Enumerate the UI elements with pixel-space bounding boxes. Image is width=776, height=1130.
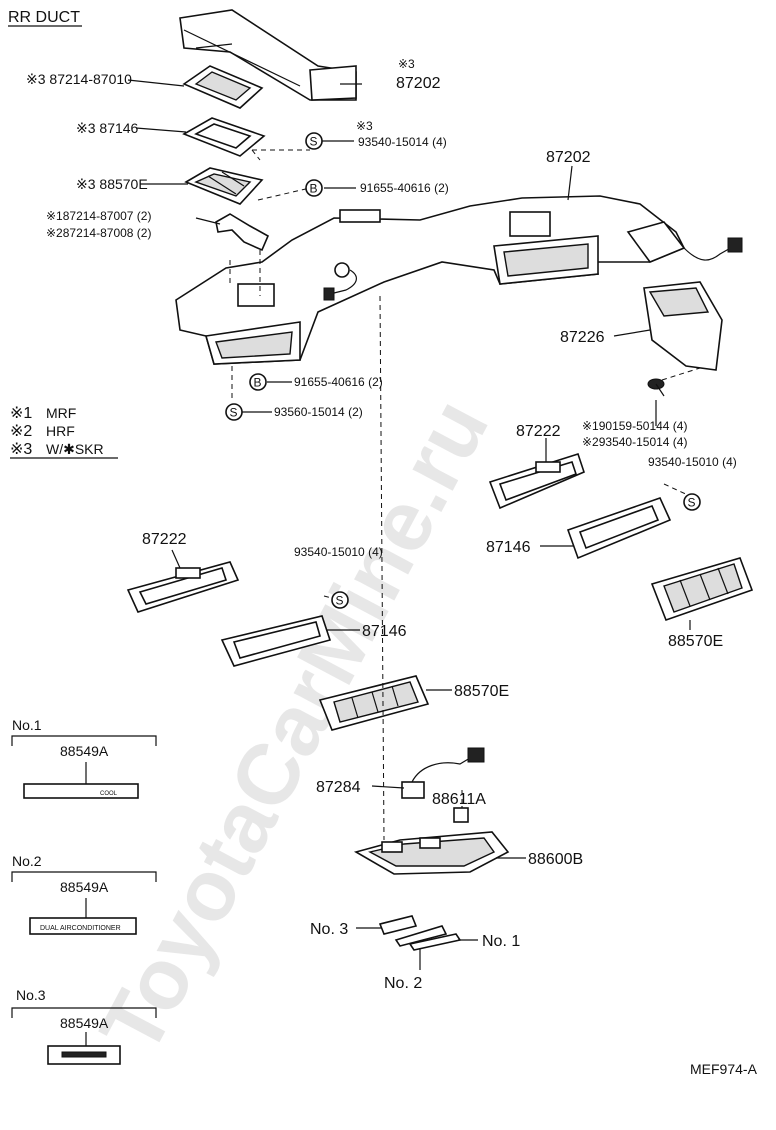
label-93540-15010-right: 93540-15010 (4): [648, 455, 737, 469]
cover-87226-drawing: [643, 281, 723, 371]
upper-duct-87202-drawing: [179, 9, 357, 101]
main-duct-87202-drawing: [175, 195, 743, 365]
plate-part: 88549A: [60, 1015, 109, 1031]
plates-stack-drawing: [378, 915, 462, 951]
legend: ※1 MRF ※2 HRF ※3 W/✱SKR: [10, 405, 118, 459]
plate-text: DUAL AIRCONDITIONER: [40, 925, 121, 932]
label-93560: 93560-15014 (2): [274, 405, 363, 419]
gasket-87214-87010-drawing: [182, 65, 264, 109]
frame-87146-top-drawing: [182, 117, 266, 157]
circle-marks: S B B S S S: [225, 132, 701, 609]
amplifier-88600B-drawing: [353, 831, 510, 875]
label-87284: 87284: [316, 779, 361, 796]
label-no2: No. 2: [384, 975, 422, 992]
label-93540-15010-mid: 93540-15010 (4): [294, 545, 383, 559]
plate-no: No.1: [12, 717, 42, 733]
label-no3: No. 3: [310, 921, 348, 938]
plate-text: COOL: [100, 791, 118, 797]
label-93540-15014-top: 93540-15014 (4): [358, 135, 447, 149]
label-88570E-mid: 88570E: [454, 683, 509, 700]
label-91655-bottom: 91655-40616 (2): [294, 375, 383, 389]
label-87202-top-note: ※3: [398, 57, 415, 71]
sensor-87284-drawing: [401, 747, 485, 799]
legend-mark-2: ※2: [10, 423, 32, 440]
label-88570E-right: 88570E: [668, 633, 723, 650]
label-93540-note: ※3: [356, 119, 373, 133]
label-93540-15014-right: ※293540-15014 (4): [582, 435, 687, 449]
drawing-code: MEF974-A: [690, 1061, 758, 1077]
plate-variant-1: No.1 88549A COOL: [11, 717, 157, 799]
label-87214-87008: ※287214-87008 (2): [46, 226, 151, 240]
label-87202-main: 87202: [546, 149, 591, 166]
register-88570E-top-drawing: [184, 167, 264, 205]
s-mark: S: [336, 594, 344, 608]
clip-88611A-drawing: [453, 807, 469, 823]
register-88570E-right-drawing: [650, 557, 754, 622]
plate-variant-3: No.3 88549A: [11, 987, 157, 1065]
plate-part: 88549A: [60, 743, 109, 759]
register-88570E-mid-drawing: [318, 675, 430, 731]
label-87222-right: 87222: [516, 423, 561, 440]
label-88570E-top: ※3 88570E: [76, 176, 148, 192]
leader-lines: [127, 79, 691, 970]
legend-text-1: MRF: [46, 405, 76, 421]
legend-text-3: W/✱SKR: [46, 441, 104, 457]
screw-90159-drawing: [647, 378, 665, 397]
label-87214-87010: ※3 87214-87010: [26, 71, 132, 87]
label-87146-top: ※3 87146: [76, 120, 139, 136]
plate-no: No.3: [16, 987, 46, 1003]
s-mark: S: [230, 406, 238, 420]
b-mark: B: [254, 376, 262, 390]
part-labels: ※3 87214-87010 ※3 87202 ※3 87146 ※3 9354…: [26, 57, 737, 992]
garnish-87222-left-drawing: [126, 561, 240, 613]
label-87202-top: 87202: [396, 75, 441, 92]
label-no1: No. 1: [482, 933, 520, 950]
bracket-drawing: [215, 213, 270, 252]
label-87226: 87226: [560, 329, 605, 346]
label-91655-top: 91655-40616 (2): [360, 181, 449, 195]
garnish-87222-right-drawing: [488, 452, 585, 510]
frame-87146-right-drawing: [566, 497, 672, 560]
frame-87146-mid-drawing: [220, 615, 332, 667]
legend-mark-3: ※3: [10, 441, 32, 458]
label-87146-right: 87146: [486, 539, 531, 556]
label-90159: ※190159-50144 (4): [582, 419, 687, 433]
plate-no: No.2: [12, 853, 42, 869]
label-87222-left: 87222: [142, 531, 187, 548]
diagram-title: RR DUCT: [8, 9, 80, 26]
legend-mark-1: ※1: [10, 405, 32, 422]
s-mark: S: [688, 496, 696, 510]
label-88600B: 88600B: [528, 851, 583, 868]
plate-variant-2: No.2 88549A DUAL AIRCONDITIONER: [11, 853, 157, 935]
plate-part: 88549A: [60, 879, 109, 895]
b-mark: B: [310, 182, 318, 196]
label-88611A: 88611A: [432, 791, 486, 808]
label-87146-mid: 87146: [362, 623, 407, 640]
legend-text-2: HRF: [46, 423, 75, 439]
watermark: ToyotaCarMine.ru: [82, 384, 507, 1069]
s-mark: S: [310, 135, 318, 149]
label-87214-87007: ※187214-87007 (2): [46, 209, 151, 223]
